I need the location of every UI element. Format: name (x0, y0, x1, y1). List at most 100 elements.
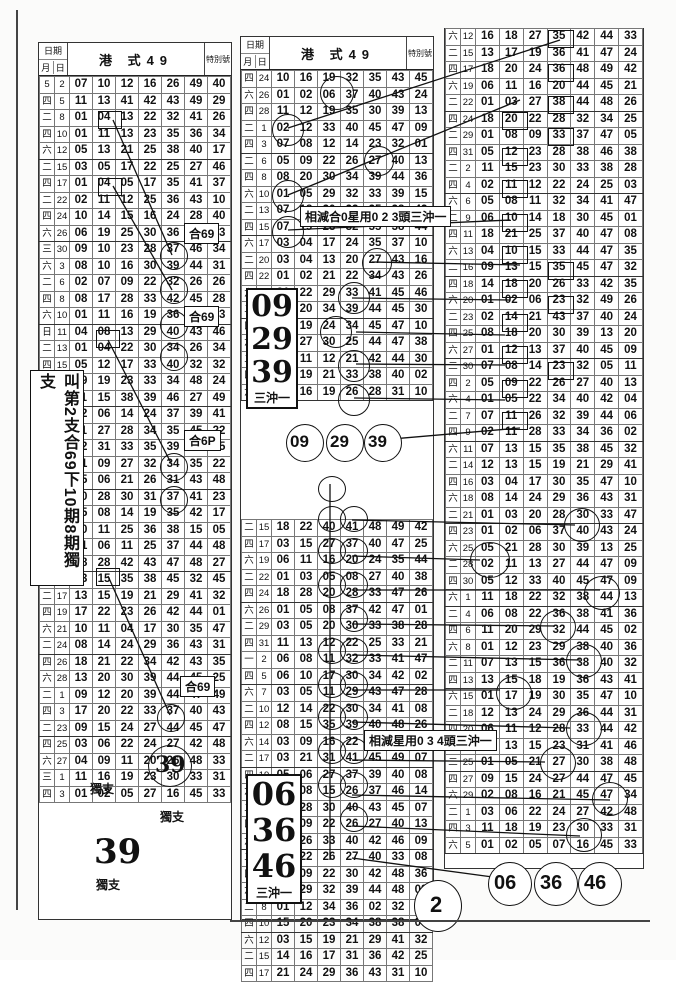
number-cell: 19 (546, 457, 572, 475)
number-cell: 02 (69, 191, 93, 209)
number-cell: 09 (69, 686, 93, 704)
number-cell: 38 (115, 389, 139, 407)
special-number-cell: 46 (207, 323, 231, 341)
number-cell: 27 (570, 803, 596, 821)
number-cell: 44 (570, 556, 596, 574)
number-cell: 27 (184, 389, 208, 407)
bottom-big-number: 39 (94, 832, 142, 872)
number-cell: 06 (271, 667, 295, 685)
number-cell: 20 (317, 618, 341, 636)
number-cell: 17 (498, 688, 524, 706)
number-cell: 19 (92, 373, 116, 391)
date-cell: 15 (460, 688, 476, 706)
special-number-cell: 10 (409, 383, 433, 401)
big-number-label: 三沖一 (253, 391, 290, 405)
number-cell: 21 (317, 268, 341, 286)
number-cell: 03 (498, 506, 524, 524)
number-cell: 30 (317, 799, 341, 817)
special-number-cell: 36 (409, 169, 433, 187)
special-number-cell: 48 (618, 754, 643, 772)
number-cell: 29 (317, 964, 341, 982)
number-cell: 15 (92, 587, 116, 605)
number-cell: 15 (294, 535, 318, 553)
number-cell: 09 (294, 152, 318, 170)
special-number-cell: 08 (618, 226, 643, 244)
number-cell: 11 (522, 193, 548, 211)
big-number: 09 (251, 289, 293, 324)
big-number: 36 (251, 811, 297, 849)
number-cell: 44 (594, 704, 620, 722)
special-number-cell: 10 (618, 688, 643, 706)
circle-row-number: 29 (330, 432, 349, 451)
number-cell: 19 (522, 688, 548, 706)
number-cell: 24 (317, 317, 341, 335)
number-cell: 05 (294, 618, 318, 636)
special-number-cell: 44 (409, 552, 433, 570)
special-number-cell: 24 (207, 373, 231, 391)
special-number-cell: 31 (207, 637, 231, 655)
big-number: 06 (251, 775, 297, 813)
number-cell: 40 (594, 638, 620, 656)
number-cell: 36 (570, 704, 596, 722)
number-cell: 25 (138, 538, 162, 556)
number-cell: 21 (271, 964, 295, 982)
number-cell: 44 (363, 334, 387, 352)
bottom-circle-number: 39 (155, 752, 186, 778)
number-cell: 35 (546, 440, 572, 458)
number-cell: 11 (92, 125, 116, 143)
bottom-label: 獨支 (160, 810, 185, 824)
date-cell: 17 (256, 964, 272, 982)
number-cell: 11 (69, 92, 93, 110)
number-cell: 44 (570, 94, 596, 112)
number-cell: 32 (184, 571, 208, 589)
number-cell: 17 (92, 290, 116, 308)
date-cell: 29 (460, 127, 476, 145)
number-cell: 44 (570, 242, 596, 260)
circle-row-number: 09 (290, 432, 309, 451)
number-cell: 01 (475, 688, 500, 706)
number-cell: 26 (138, 472, 162, 490)
special-number-cell: 31 (618, 704, 643, 722)
connector-lines (107, 39, 611, 879)
number-cell: 30 (570, 506, 596, 524)
number-cell: 30 (115, 670, 139, 688)
number-cell: 38 (570, 143, 596, 161)
number-cell: 13 (522, 341, 548, 359)
number-cell: 21 (522, 308, 548, 326)
number-cell: 23 (138, 769, 162, 787)
number-cell: 28 (522, 424, 548, 442)
special-number-cell: 01 (207, 604, 231, 622)
number-cell: 32 (570, 292, 596, 310)
number-cell: 30 (570, 820, 596, 838)
big-number: 29 (251, 322, 293, 357)
number-cell: 49 (184, 76, 208, 94)
special-number-cell: 38 (618, 143, 643, 161)
number-cell: 37 (546, 341, 572, 359)
panel-title: 港 式49 (68, 43, 205, 75)
number-cell: 40 (386, 152, 410, 170)
number-cell: 18 (271, 585, 295, 603)
number-cell: 33 (522, 572, 548, 590)
number-cell: 43 (363, 799, 387, 817)
special-number-cell: 10 (409, 964, 433, 982)
number-cell: 28 (294, 585, 318, 603)
number-cell: 30 (161, 620, 185, 638)
number-cell: 37 (546, 226, 572, 244)
number-cell: 24 (522, 61, 548, 79)
special-number-cell: 31 (207, 257, 231, 275)
number-cell: 40 (340, 832, 364, 850)
special-number-cell: 28 (409, 618, 433, 636)
bottom-label: 獨支 (96, 878, 121, 892)
